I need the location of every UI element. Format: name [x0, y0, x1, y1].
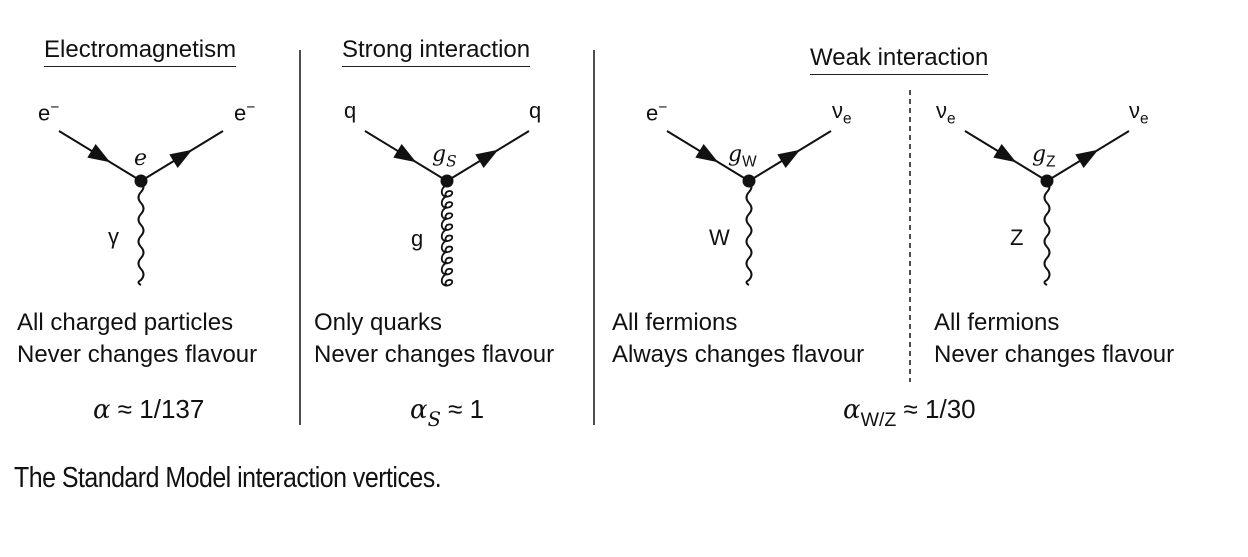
- strong-line1: Only quarks: [314, 309, 443, 336]
- strong-gluon-line: [440, 184, 454, 287]
- weak-z-outgoing-label: νe: [1129, 98, 1149, 128]
- weak-z-line1: All fermions: [934, 309, 1060, 336]
- strong-line2: Never changes flavour: [314, 341, 555, 368]
- weak-w-coupling-label: gW: [728, 142, 757, 171]
- weak-w-boson-label: W: [709, 225, 730, 250]
- weak-w-vertex-dot: [742, 174, 756, 188]
- weak-z-coupling-label: gZ: [1032, 142, 1056, 171]
- strong-boson-label: g: [411, 226, 424, 251]
- weak-w-outgoing-line-arrow: [777, 149, 801, 169]
- em-line2: Never changes flavour: [17, 341, 258, 368]
- em-coupling-label: e: [134, 146, 148, 171]
- em-line1: All charged particles: [17, 309, 234, 336]
- strong-incoming-label: q: [344, 98, 357, 123]
- em-incoming-label: e−: [38, 99, 60, 126]
- weak-w-incoming-line-arrow: [695, 143, 719, 163]
- weak-w-outgoing-label: νe: [832, 98, 852, 128]
- em-coupling-constant: α ≈ 1/137: [93, 394, 205, 425]
- weak-z-vertex-dot: [1040, 174, 1054, 188]
- weak-w-boson-line: [745, 180, 753, 286]
- weak-w-line1: All fermions: [612, 309, 738, 336]
- em-outgoing-label: e−: [234, 99, 256, 126]
- weak-z-boson-line: [1043, 180, 1051, 286]
- weak-w-line2: Always changes flavour: [612, 341, 865, 368]
- weak-coupling-constant: αW/Z ≈ 1/30: [843, 394, 976, 431]
- strong-coupling-label: gS: [432, 142, 457, 171]
- strong-outgoing-label: q: [529, 98, 542, 123]
- weak-title: Weak interaction: [810, 46, 989, 75]
- strong-incoming-line-arrow: [393, 143, 417, 163]
- strong-vertex-dot: [440, 174, 454, 188]
- em-incoming-line-arrow: [87, 143, 111, 163]
- weak-z-incoming-line-arrow: [993, 143, 1017, 163]
- weak-z-incoming-label: νe: [936, 98, 956, 128]
- em-outgoing-line-arrow: [169, 149, 193, 169]
- em-title: Electromagnetism: [44, 38, 237, 67]
- strong-coupling-constant: αS ≈ 1: [410, 394, 485, 431]
- weak-z-boson-label: Z: [1010, 225, 1024, 250]
- em-vertex-dot: [134, 174, 148, 188]
- em-boson-line: [137, 180, 145, 286]
- em-boson-label: γ: [108, 224, 119, 249]
- figure-caption: The Standard Model interaction vertices.: [14, 462, 442, 494]
- weak-z-line2: Never changes flavour: [934, 341, 1175, 368]
- strong-title: Strong interaction: [342, 38, 531, 67]
- weak-w-incoming-label: e−: [646, 99, 668, 126]
- strong-outgoing-line-arrow: [475, 149, 499, 169]
- weak-z-outgoing-line-arrow: [1075, 149, 1099, 169]
